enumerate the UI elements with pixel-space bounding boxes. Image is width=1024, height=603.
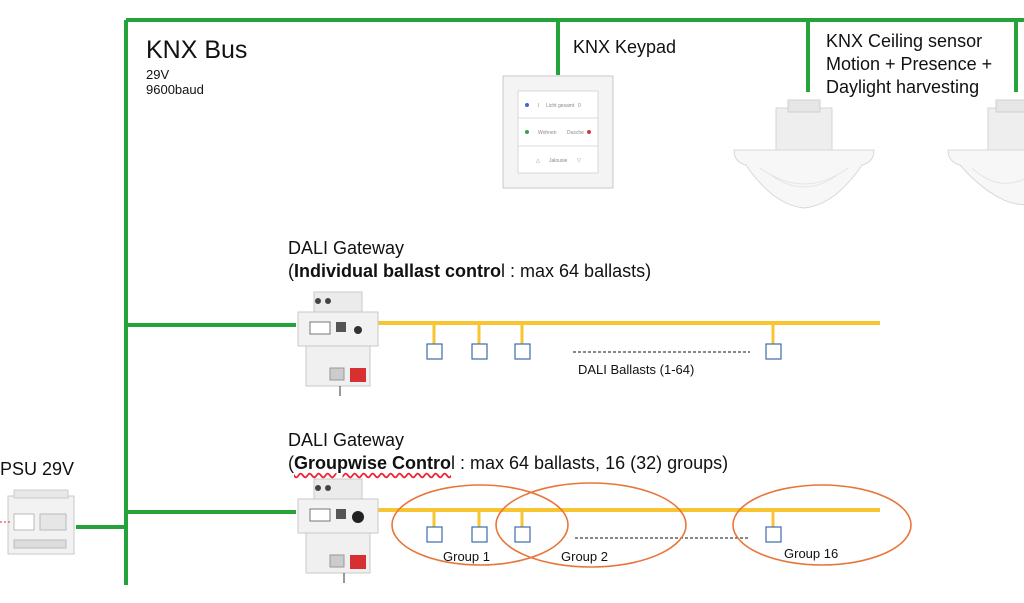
gateway2-title-line2: (Groupwise Control : max 64 ballasts, 16… [288, 452, 728, 475]
psu-title: PSU 29V [0, 459, 75, 479]
keypad-title: KNX Keypad [573, 37, 677, 57]
keypad-row1-left: I [538, 103, 539, 109]
ballast-box [471, 343, 488, 360]
psu-device [0, 489, 75, 555]
group-1-label: Group 1 [443, 549, 490, 564]
ballast-boxes-2 [426, 526, 782, 543]
sensor-title-line3: Daylight harvesting [826, 77, 980, 97]
keypad-row1-label: Licht gesamt [546, 103, 575, 109]
knx-bus-voltage: 29V [146, 67, 170, 82]
knx-bus-lines [76, 18, 1024, 585]
sensor-title: KNX Ceiling sensor Motion + Presence + D… [826, 30, 992, 99]
dali-gateway-device-2 [297, 478, 379, 583]
keypad-row3-right: ▽ [577, 158, 581, 164]
gateway2-bold-part: Groupwise Contro [294, 453, 451, 473]
group-16-label: Group 16 [784, 546, 839, 561]
dali-lines-1 [378, 321, 880, 344]
ballast-box [471, 526, 488, 543]
dali-lines-2 [378, 508, 880, 527]
gateway2-title: DALI Gateway (Groupwise Control : max 64… [288, 429, 728, 475]
group-1-ellipse [391, 484, 569, 566]
keypad-row2-label: Wohnen [538, 130, 557, 136]
group-16-ellipse [732, 484, 912, 566]
dali-ballasts-label: DALI Ballasts (1-64) [578, 362, 695, 377]
ballast-box [514, 526, 531, 543]
keypad-row2-right: Dusche [567, 130, 584, 136]
gateway2-rest: l : max 64 ballasts, 16 (32) groups) [451, 453, 729, 473]
knx-keypad: I Licht gesamt 0 Wohnen Dusche △ Jalousi… [502, 75, 614, 189]
dali-gateway-device-1 [297, 291, 379, 396]
ballast-box [514, 343, 531, 360]
gateway1-open-paren: ( [288, 261, 294, 281]
ballast-box [765, 526, 782, 543]
group-2-ellipse [495, 482, 687, 568]
ceiling-sensor-1 [733, 99, 875, 209]
gateway1-title: DALI Gateway (Individual ballast control… [288, 237, 651, 283]
group-ellipses [391, 482, 912, 568]
knx-bus-title: KNX Bus [146, 36, 248, 64]
sensor-title-line1: KNX Ceiling sensor [826, 31, 983, 51]
keypad-row3-left: △ [536, 158, 540, 164]
group-2-label: Group 2 [561, 549, 608, 564]
keypad-row3-label: Jalousie [549, 158, 568, 164]
gateway2-open-paren: ( [288, 453, 294, 473]
ceiling-sensor-2 [947, 99, 1024, 206]
gateway1-title-line1: DALI Gateway [288, 238, 405, 258]
ballast-box [765, 343, 782, 360]
ballast-box [426, 526, 443, 543]
keypad-row1-right: 0 [578, 103, 581, 109]
gateway1-title-line2: (Individual ballast control : max 64 bal… [288, 260, 651, 283]
ballast-box [426, 343, 443, 360]
gateway1-rest: l : max 64 ballasts) [501, 261, 652, 281]
gateway2-title-line1: DALI Gateway [288, 430, 405, 450]
knx-bus-baud: 9600baud [146, 82, 204, 97]
gateway1-bold-part: Individual ballast contro [294, 261, 502, 281]
ballast-boxes-1 [426, 343, 782, 360]
sensor-title-line2: Motion + Presence + [826, 54, 993, 74]
